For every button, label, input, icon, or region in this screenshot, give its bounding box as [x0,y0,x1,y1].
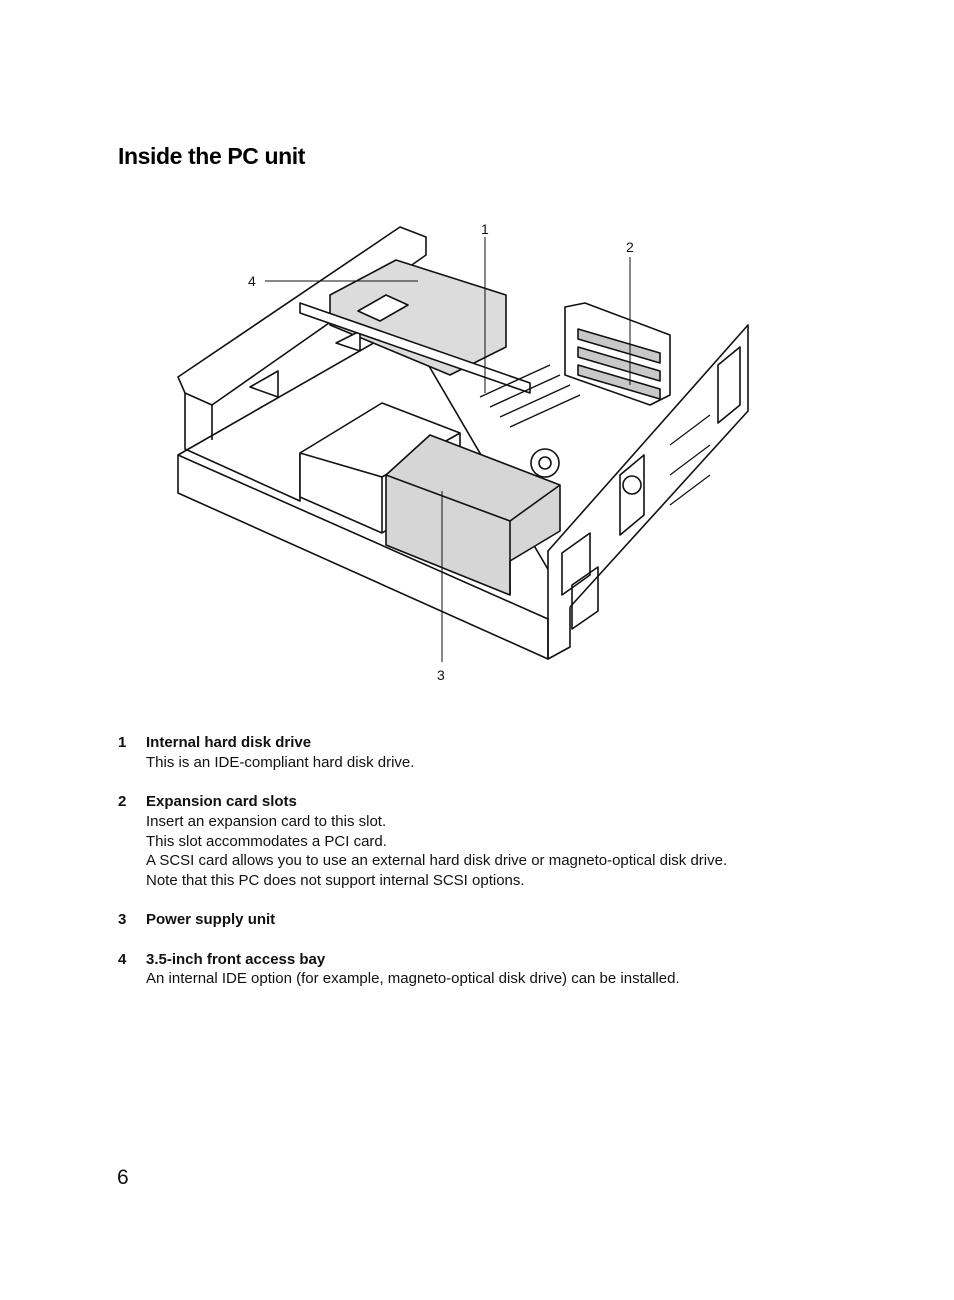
legend-number: 3 [118,911,127,929]
power-supply-unit [385,434,561,596]
memory-slots [479,364,581,428]
chassis-rail [299,302,531,394]
legend-item-front-bay: 4 3.5-inch front access bay An internal … [118,950,818,989]
pc-unit-illustration: 1 2 3 4 [177,221,749,683]
page-title: Inside the PC unit [118,143,306,169]
legend-number: 4 [118,950,127,968]
cpu-fan [530,448,560,478]
callout-3-label: 3 [437,667,445,683]
callout-1-label: 1 [481,221,489,237]
legend-description: Note that this PC does not support inter… [146,871,525,889]
legend-description: This slot accommodates a PCI card. [146,832,387,850]
rear-panel [547,324,749,619]
front-access-bay [329,259,507,376]
legend-title: Power supply unit [146,911,276,929]
callout-2-label: 2 [626,239,634,255]
legend-description: Insert an expansion card to this slot. [146,812,387,830]
legend-number: 2 [118,793,127,811]
chassis-right-face [547,607,571,660]
legend-item-power-supply: 3 Power supply unit [118,910,818,930]
legend-title: 3.5-inch front access bay [146,950,326,968]
legend-title: Expansion card slots [146,793,297,811]
legend-description: This is an IDE-compliant hard disk drive… [146,753,415,771]
legend-item-hard-disk: 1 Internal hard disk drive This is an ID… [118,733,818,772]
legend-item-expansion-slots: 2 Expansion card slots Insert an expansi… [118,792,818,891]
legend-number: 1 [118,734,127,751]
legend-description: An internal IDE option (for example, mag… [146,970,680,988]
legend-title: Internal hard disk drive [146,734,312,751]
page-number: 6 [117,1166,129,1189]
callout-4-label: 4 [248,273,256,289]
legend-description: A SCSI card allows you to use an externa… [146,852,728,870]
component-legend: 1 Internal hard disk drive This is an ID… [118,733,818,1009]
